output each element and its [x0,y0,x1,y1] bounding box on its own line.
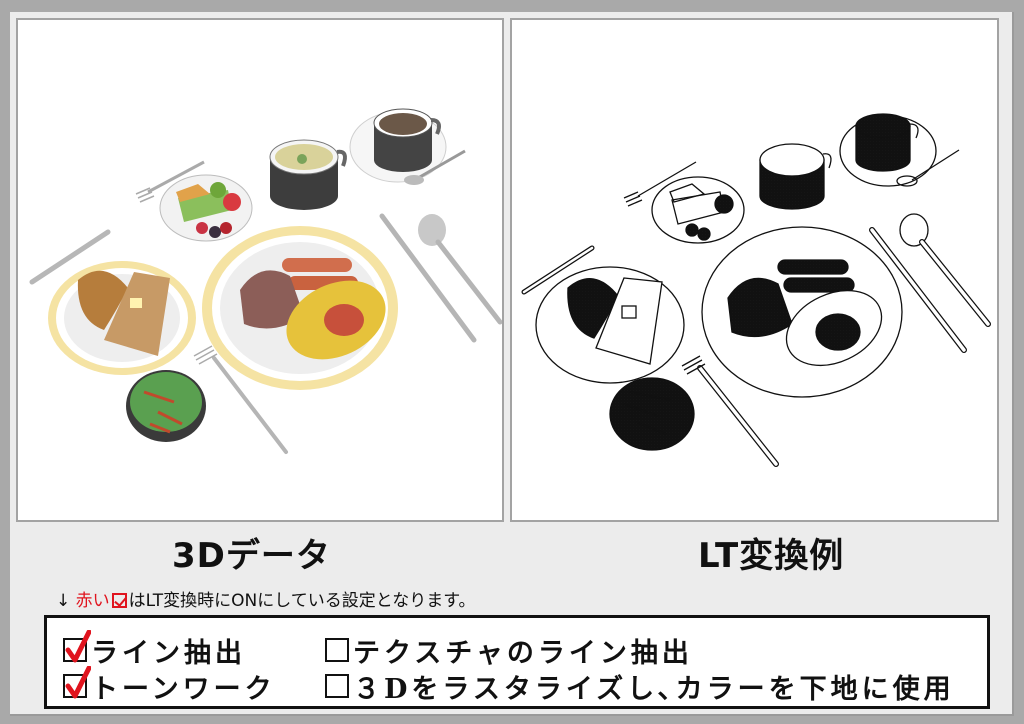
down-arrow-icon: ↓ [56,591,71,611]
panel-label-3d-data: 3Dデータ [172,536,331,576]
note-text: はLT変換時にONにしている設定となります。 [128,591,476,611]
setting-line-extraction: ライン抽出 [63,630,246,670]
panel-label-lt-conversion: LT変換例 [698,536,845,576]
settings-note: ↓ 赤いはLT変換時にONにしている設定となります。 [56,586,476,611]
setting-label: テクスチャのライン抽出 [353,637,693,669]
lt-conversion-image [510,18,999,522]
setting-tonework: トーンワーク [63,666,276,706]
3d-data-image [16,18,504,522]
3d-breakfast-illustration [29,108,502,454]
setting-label: ３Dをラスタライズし､カラーを下地に使用 [353,673,955,705]
lt-line-art-illustration [521,113,991,467]
checkbox-line-extraction [63,630,91,663]
lt-settings-box: ライン抽出 テクスチャのライン抽出 トーンワーク ３Dをラスタライズし､カラーを… [44,615,990,709]
settings-row-1: ライン抽出 テクスチャのライン抽出 [63,630,689,670]
setting-label: ライン抽出 [91,637,246,669]
setting-label: トーンワーク [91,673,276,705]
checkbox-tonework [63,666,91,699]
checkbox-texture-line-extraction [325,638,349,662]
setting-rasterize-3d-color: ３Dをラスタライズし､カラーを下地に使用 [325,667,955,706]
settings-row-2: トーンワーク ３Dをラスタライズし､カラーを下地に使用 [63,666,951,706]
red-checkbox-icon [111,593,127,608]
checkbox-rasterize-3d-color [325,674,349,698]
note-red-text: 赤い [75,591,110,611]
setting-texture-line-extraction: テクスチャのライン抽出 [325,631,693,670]
red-check-icon [65,630,91,663]
red-check-icon [65,666,91,699]
